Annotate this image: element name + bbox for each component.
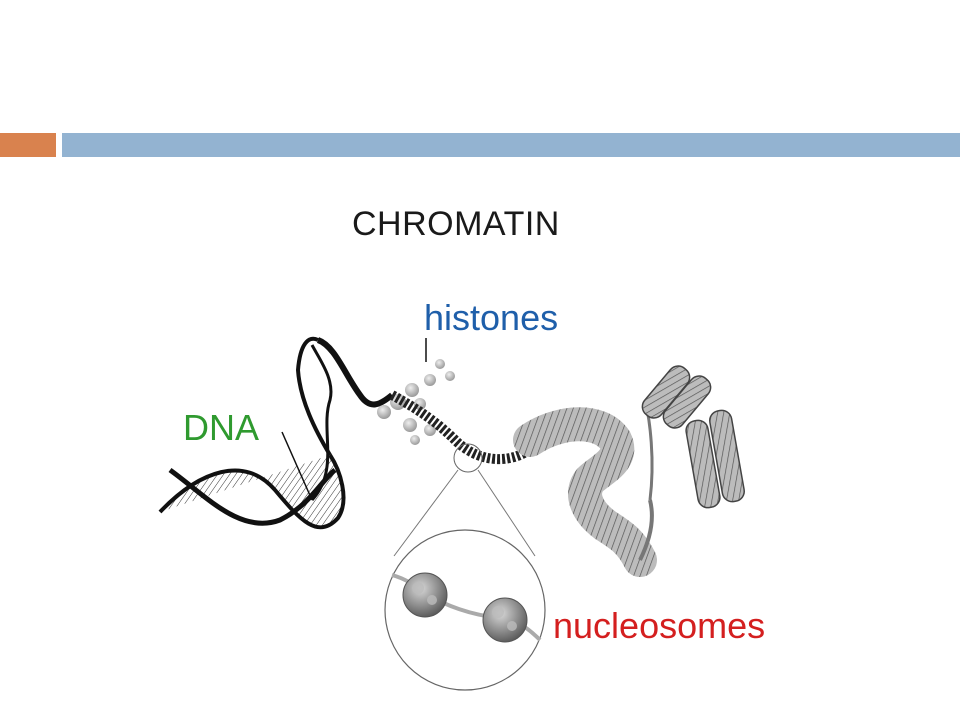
metaphase-chromosome [641,365,745,509]
diagram-title: CHROMATIN [352,205,560,243]
dna-label: DNA [183,407,260,448]
slide-accent-blue-bar [62,133,960,157]
nucleosomes-magnified-circle [384,529,546,691]
dna-double-helix [158,336,394,530]
nucleosomes-label: nucleosomes [553,605,766,646]
dna-pointer-line [281,431,313,501]
zoom-line-right [477,469,536,557]
histone-beads [377,359,455,445]
chromatin-solenoid [513,407,657,577]
histones-label: histones [424,297,559,338]
zoom-line-left [393,469,459,557]
slide-accent-orange-bar [0,133,56,157]
